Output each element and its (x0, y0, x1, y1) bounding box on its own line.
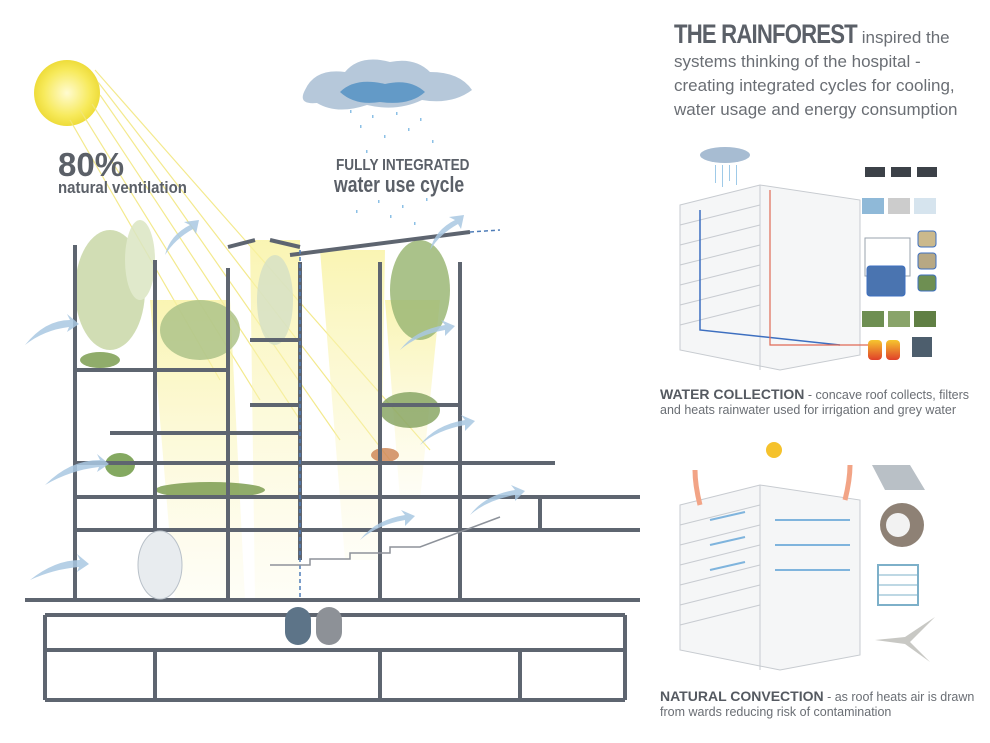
natural-convection-heading: NATURAL CONVECTION (660, 688, 824, 704)
natural-convection-caption: NATURAL CONVECTION - as roof heats air i… (660, 689, 990, 720)
water-cycle-heading: FULLY INTEGRATED (336, 157, 470, 174)
building-section (25, 230, 640, 702)
airflow-arrows (25, 215, 525, 580)
vegetation (75, 220, 450, 498)
atrium-pod (137, 530, 183, 600)
water-collection-diagram (679, 147, 937, 371)
title-bold: THE RAINFOREST (674, 19, 858, 49)
rain (350, 110, 434, 225)
cloud-icon (302, 59, 472, 110)
page-title: THE RAINFOREST inspired the systems thin… (674, 19, 984, 122)
water-tanks (285, 607, 342, 645)
natural-convection-diagram (679, 442, 935, 671)
title-text: inspired the systems thinking of the hos… (674, 28, 958, 119)
natural-convection-text: - as roof heats air is drawn from wards … (660, 690, 975, 719)
sun-icon (34, 60, 100, 126)
water-collection-caption: WATER COLLECTION - concave roof collects… (660, 387, 990, 418)
ventilation-percent: 80% (58, 146, 125, 183)
water-collection-text: - concave roof collects, filters and hea… (660, 388, 970, 417)
sun-small-icon (766, 442, 782, 458)
water-cycle-subheading: water use cycle (334, 172, 465, 197)
ventilation-label: natural ventilation (58, 178, 187, 197)
water-collection-heading: WATER COLLECTION (660, 386, 805, 402)
